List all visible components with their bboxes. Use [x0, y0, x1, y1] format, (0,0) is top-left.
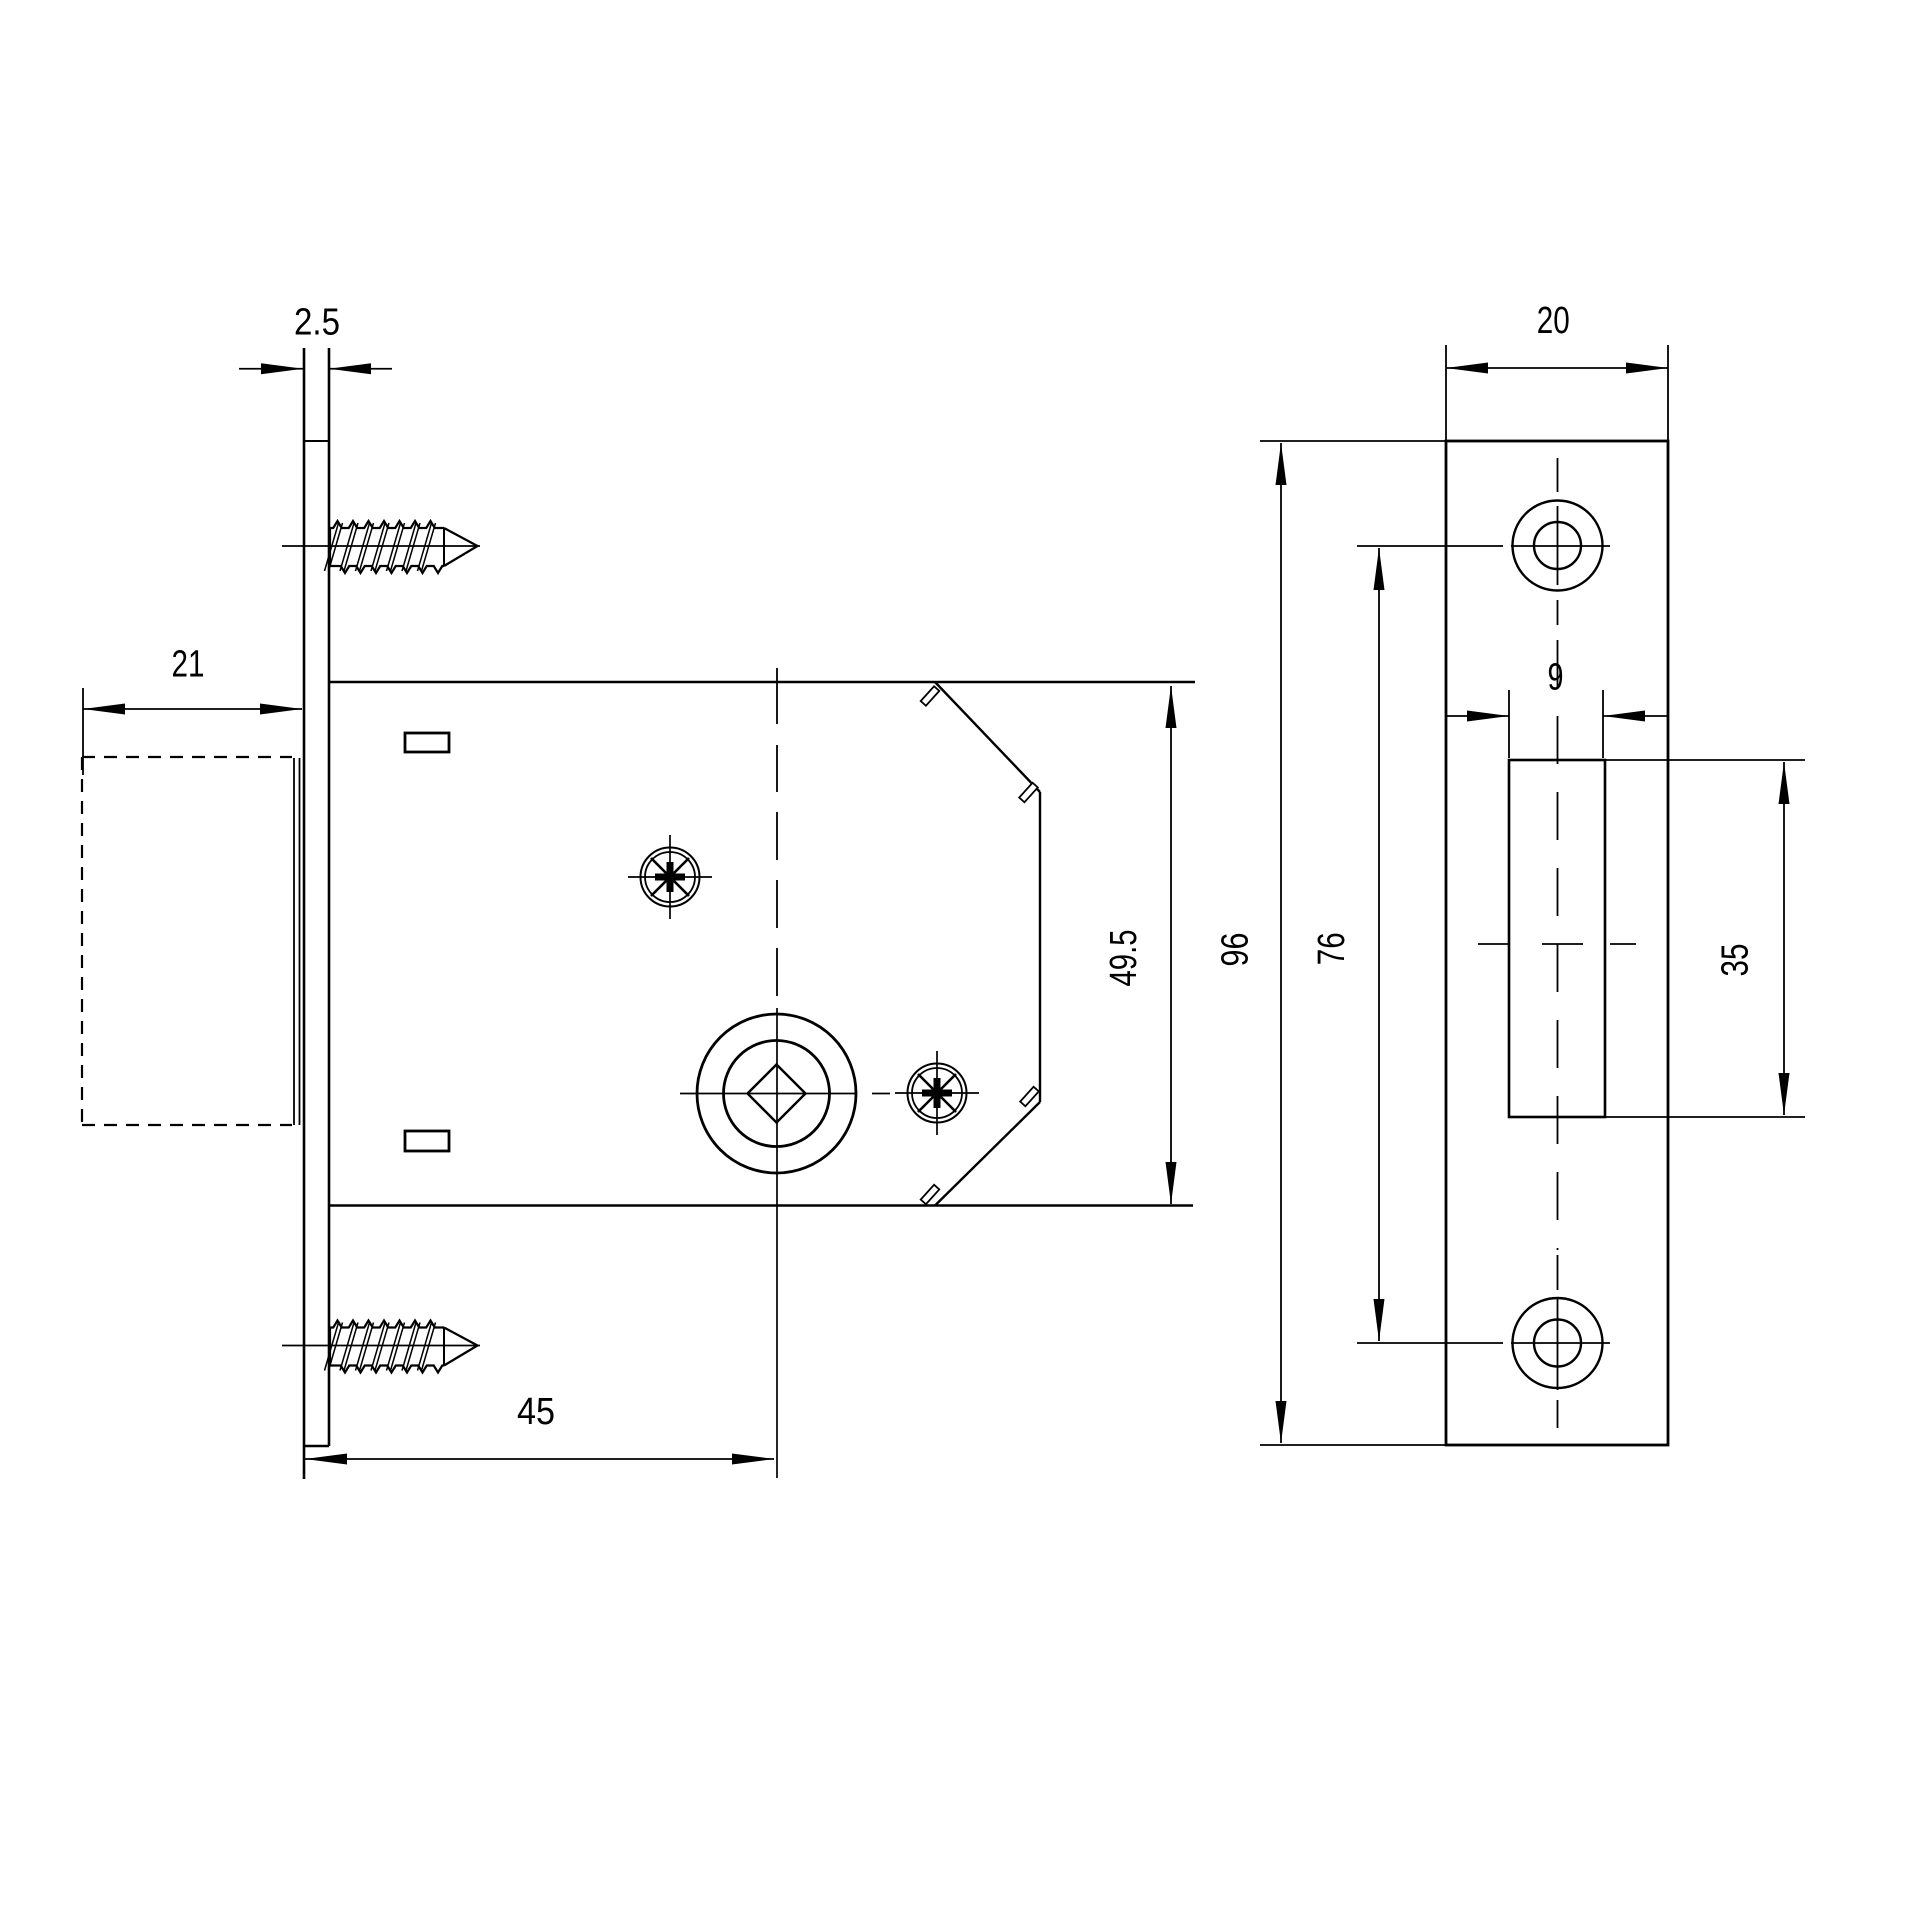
svg-text:45: 45 [517, 1391, 555, 1433]
svg-text:9: 9 [1548, 657, 1564, 699]
svg-text:2.5: 2.5 [294, 302, 340, 344]
svg-text:49.5: 49.5 [1103, 930, 1145, 987]
svg-text:35: 35 [1715, 944, 1757, 977]
svg-text:20: 20 [1537, 300, 1570, 342]
svg-text:96: 96 [1214, 933, 1256, 967]
svg-text:21: 21 [172, 644, 205, 686]
svg-text:76: 76 [1311, 932, 1353, 965]
